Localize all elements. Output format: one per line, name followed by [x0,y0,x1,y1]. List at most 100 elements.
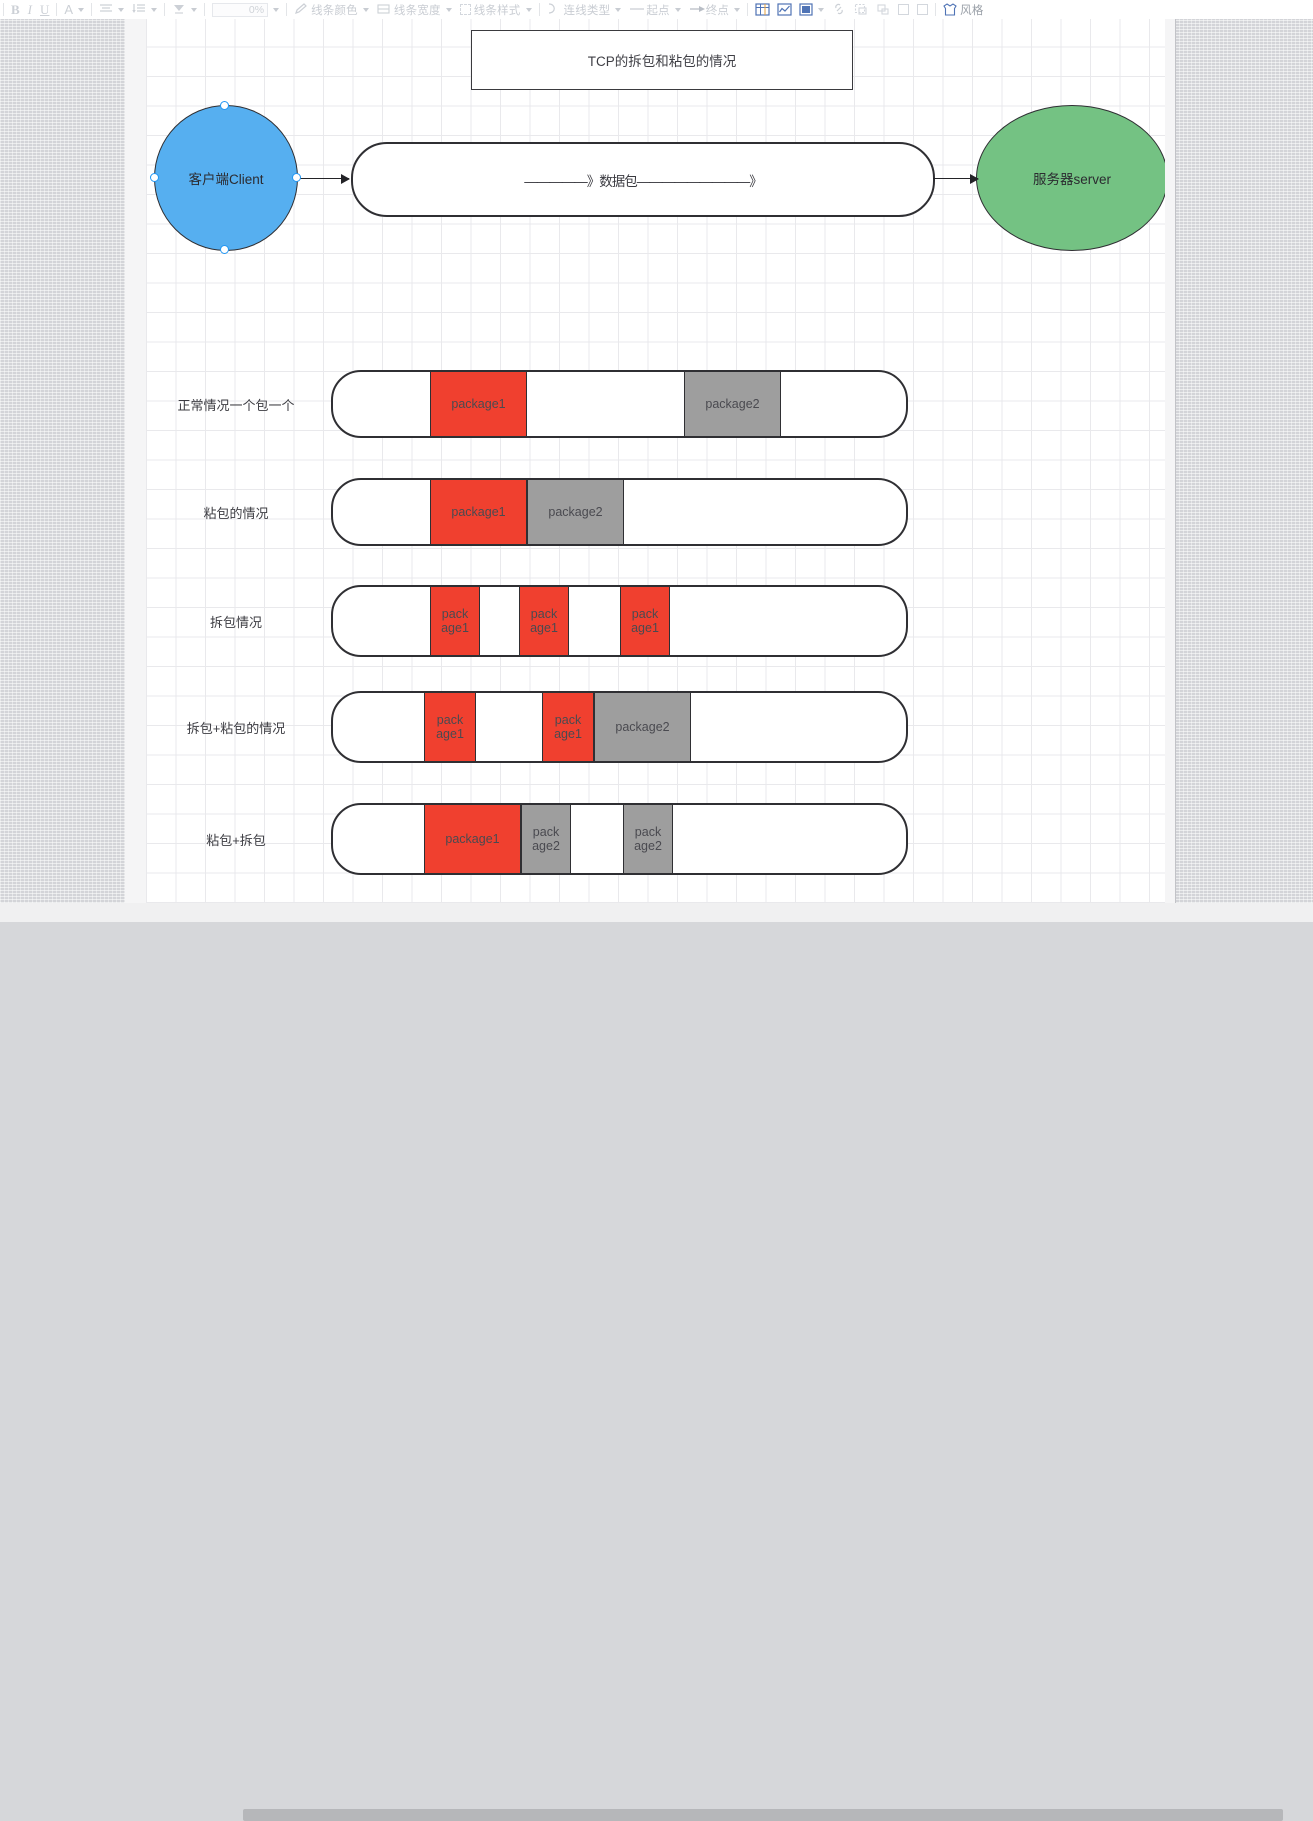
selection-handle-right[interactable] [292,173,301,182]
chevron-down-icon[interactable] [191,7,198,12]
horizontal-scrollbar-thumb[interactable] [243,1809,1283,1821]
shirt-icon [943,3,957,16]
packet-segment-package1[interactable]: package1 [430,479,527,545]
group-button[interactable] [850,0,872,19]
packet-segment-package2[interactable]: package2 [527,479,624,545]
client-to-pipe-arrow[interactable] [299,173,350,184]
packet-segment-package2-part2[interactable]: pack age2 [623,804,673,874]
diagram-title-box[interactable]: TCP的拆包和粘包的情况 [471,30,853,90]
toolbar-divider [91,3,93,16]
bold-button[interactable]: B [7,0,24,19]
pipe-to-server-arrow[interactable] [933,173,979,184]
underline-icon: U [40,2,50,17]
line-width-label: 线条宽度 [393,4,441,17]
fill-icon [172,3,186,16]
client-node[interactable]: 客户端Client [154,105,298,251]
chevron-down-icon[interactable] [818,7,825,12]
ungroup-button[interactable] [872,0,894,19]
toolbar-divider [935,3,937,16]
data-packet-label: —————》数据包—————————》 [524,173,762,189]
diagram-stage: TCP的拆包和粘包的情况 客户端Client —————》数据包————————… [146,19,1165,903]
chevron-down-icon[interactable] [445,7,452,12]
toolbar-divider [538,3,540,16]
packet-segment-package1-part2[interactable]: pack age1 [519,586,569,656]
insert-image-button[interactable] [795,0,828,19]
horizontal-scrollbar-track[interactable] [0,903,1313,1821]
insert-link-button[interactable] [828,0,850,19]
link-icon [832,3,846,16]
client-node-label: 客户端Client [188,172,264,187]
packet-segment-package2[interactable]: package2 [594,692,691,762]
toolbar-divider [204,3,206,16]
packet-row-label: 拆包+粘包的情况 [186,721,286,736]
packet-row-label: 拆包情况 [209,615,262,630]
formatting-toolbar: B I U A [0,0,1313,19]
data-packet-pipe[interactable]: —————》数据包—————————》 [351,142,935,217]
line-style-label: 线条样式 [473,4,521,17]
start-point-button[interactable]: 起点 [625,0,684,19]
diagram-canvas[interactable]: TCP的拆包和粘包的情况 客户端Client —————》数据包————————… [146,19,1165,903]
line-color-label: 线条颜色 [311,4,358,17]
packet-stream-bar[interactable] [331,803,908,875]
text-align-button[interactable] [95,0,128,19]
opacity-value[interactable]: 0% [212,2,269,17]
line-width-button[interactable]: 线条宽度 [373,0,456,19]
chevron-down-icon[interactable] [118,7,125,12]
toolbar-divider [164,3,166,16]
selection-handle-top[interactable] [220,101,229,110]
insert-table-button[interactable] [751,0,773,19]
chevron-down-icon[interactable] [273,7,280,12]
style-button[interactable]: 风格 [939,0,987,19]
packet-segment-package1[interactable]: package1 [430,371,527,437]
packet-stream-bar[interactable] [331,585,908,657]
bold-icon: B [11,2,20,17]
end-point-label: 终点 [705,4,730,17]
italic-button[interactable]: I [24,0,36,19]
workspace-background-left [0,19,125,903]
toolbar-divider [747,3,749,16]
ungroup-icon [876,3,890,16]
packet-segment-package1-part2[interactable]: pack age1 [542,692,594,762]
packet-segment-package2-part1[interactable]: pack age2 [521,804,571,874]
line-style-button[interactable]: 线条样式 [456,0,536,19]
chevron-down-icon[interactable] [78,7,85,12]
font-color-icon: A [64,2,74,17]
packet-segment-package1[interactable]: package1 [424,804,521,874]
connector-icon [547,3,561,16]
underline-button[interactable]: U [36,0,53,19]
packet-stream-bar[interactable] [331,370,908,438]
server-node[interactable]: 服务器server [976,105,1165,251]
packet-segment-package2[interactable]: package2 [684,371,781,437]
chevron-down-icon[interactable] [525,7,532,12]
chevron-down-icon[interactable] [615,7,622,12]
chevron-down-icon[interactable] [151,7,158,12]
selection-handle-left[interactable] [150,173,159,182]
chevron-down-icon[interactable] [362,7,369,12]
packet-row-label: 正常情况一个包一个 [177,398,295,413]
font-color-button[interactable]: A [60,0,88,19]
packet-segment-package1-part3[interactable]: pack age1 [620,586,670,656]
line-color-button[interactable]: 线条颜色 [290,0,373,19]
end-point-button[interactable]: 终点 [685,0,744,19]
fill-color-button[interactable] [168,0,201,19]
chevron-down-icon[interactable] [674,7,681,12]
packet-segment-package1-part1[interactable]: pack age1 [430,586,480,656]
toolbar-divider [286,3,288,16]
packet-row-label: 粘包的情况 [203,506,269,521]
insert-chart-button[interactable] [773,0,795,19]
distribute-icon [917,4,929,15]
line-style-icon [459,4,471,15]
page-margin-left [125,19,146,903]
distribute-objects-button[interactable] [913,0,932,19]
opacity-field[interactable]: 0% [208,0,283,19]
chevron-down-icon[interactable] [734,7,741,12]
selection-handle-bottom[interactable] [220,245,229,254]
packet-segment-package1-part1[interactable]: pack age1 [424,692,476,762]
italic-icon: I [27,2,33,17]
start-point-label: 起点 [646,4,670,17]
connector-type-button[interactable]: 连线类型 [543,0,626,19]
toolbar-divider [56,3,58,16]
line-spacing-button[interactable] [128,0,161,19]
align-objects-button[interactable] [894,0,913,19]
